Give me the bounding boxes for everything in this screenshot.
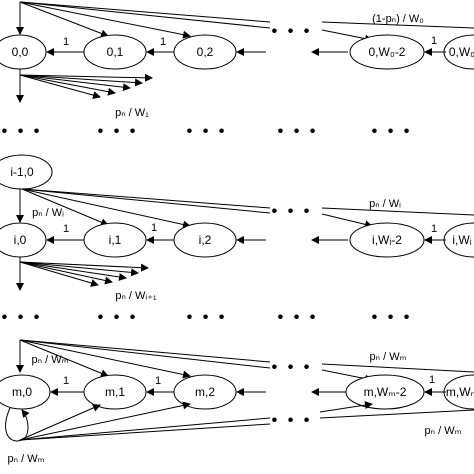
fan-edge <box>19 401 191 441</box>
edge-long <box>21 188 271 209</box>
state-label: i-1,0 <box>10 165 34 179</box>
state-label: 0,W₀-2 <box>369 45 406 59</box>
ellipsis: • • • <box>272 359 313 376</box>
fan-edge <box>19 261 127 281</box>
ellipsis: • • • <box>272 23 313 40</box>
ellipsis: • • • <box>2 123 43 140</box>
edge-long-bottom <box>19 423 271 441</box>
state-label: m,Wₘ-2 <box>364 385 407 399</box>
fan-edge <box>19 261 149 272</box>
self-loop <box>5 407 30 442</box>
row-i: i-1,0 pₙ / Wᵢ • • • pₙ / Wᵢ i,0 i,1 i,2 … <box>0 154 474 302</box>
state-label: 0,2 <box>197 45 214 59</box>
fan-edge <box>19 73 153 82</box>
edge-label: 1 <box>431 223 437 235</box>
ellipsis: • • • <box>278 123 319 140</box>
edge-to-m-1 <box>19 339 109 378</box>
edge-long <box>19 339 271 369</box>
long-edge-label: (1-pₙ) / W₀ <box>372 13 424 25</box>
fan-edge <box>19 74 101 100</box>
edge-to-0-1 <box>19 1 109 38</box>
edge-to-0-w0 <box>321 21 474 29</box>
edge-to-i-1 <box>21 188 109 226</box>
fan-edge <box>19 261 99 287</box>
edge-label: 1 <box>63 223 69 235</box>
ellipsis: • • • <box>187 123 228 140</box>
row-m: pₙ / Wₘ • • • pₙ / Wₘ m,0 m,1 m,2 m,Wₘ-2… <box>0 339 474 465</box>
fan-edge <box>19 74 131 92</box>
ellipsis: • • • <box>187 309 228 326</box>
ellipsis-row: • • • • • • • • • • • • • • • <box>2 123 413 140</box>
bottom-edge-label: pₙ / Wₘ <box>425 425 462 437</box>
state-label: i,2 <box>199 233 212 247</box>
state-label: m,1 <box>105 385 125 399</box>
fan-edge <box>19 74 116 96</box>
fan-label: pₙ / W₁ <box>115 107 149 119</box>
edge-label: 1 <box>63 375 69 387</box>
ellipsis: • • • <box>98 309 139 326</box>
row-0: 0,0 0,1 0,2 0,W₀-2 0,W₀ 1 1 1 • • • (1-p… <box>0 1 474 119</box>
state-label: 0,W₀ <box>449 45 474 59</box>
edge-label: 1 <box>151 222 157 234</box>
edge-label: 1 <box>429 374 435 386</box>
fan-label: pₙ / Wᵢ₊₁ <box>115 290 157 302</box>
state-label: i,1 <box>109 233 122 247</box>
state-label: 0,0 <box>12 45 29 59</box>
edge-long-bottom <box>319 409 474 419</box>
edge-long-right <box>321 363 474 373</box>
state-label: i,0 <box>14 233 27 247</box>
edge-to-0-2 <box>19 1 191 39</box>
ellipsis: • • • <box>372 309 413 326</box>
edge-label: 1 <box>160 36 166 48</box>
edge-label: 1 <box>431 35 437 47</box>
fan-edge <box>19 261 139 277</box>
edge-long-bottom <box>319 401 373 413</box>
ellipsis: • • • <box>372 123 413 140</box>
edge-label: 1 <box>155 375 161 387</box>
state-label: m,0 <box>12 385 32 399</box>
long-edge-label: pₙ / Wᵢ <box>369 198 401 210</box>
state-label: m,Wₘ <box>446 385 474 399</box>
ellipsis: • • • <box>272 203 313 220</box>
long-edge-label: pₙ / Wₘ <box>370 351 407 363</box>
ellipsis-row: • • • • • • • • • • • • • • • <box>2 309 413 326</box>
fan-edge <box>19 261 113 285</box>
edge-to-i-wi-2 <box>321 213 373 229</box>
edge-long-right <box>321 207 474 216</box>
entry-label: pₙ / Wₘ <box>32 354 69 366</box>
edge-long <box>19 1 271 29</box>
edge-label: 1 <box>63 36 69 48</box>
entry-label: pₙ / Wᵢ <box>32 207 64 219</box>
edge-to-i-2 <box>21 188 191 229</box>
state-label: 0,1 <box>107 45 124 59</box>
edge-to-m-2 <box>19 339 191 379</box>
loop-label: pₙ / Wₘ <box>8 453 45 465</box>
ellipsis: • • • <box>272 412 313 429</box>
ellipsis: • • • <box>278 309 319 326</box>
edge-long <box>19 339 271 363</box>
fan-edge <box>19 74 143 87</box>
fan-edge <box>19 404 101 441</box>
state-label: i,Wᵢ <box>452 233 471 247</box>
edge-long <box>21 188 271 214</box>
ellipsis: • • • <box>98 123 139 140</box>
edge-long <box>19 1 271 23</box>
state-label: i,Wᵢ-2 <box>372 233 402 247</box>
ellipsis: • • • <box>2 309 43 326</box>
state-label: m,2 <box>195 385 215 399</box>
edge-long-bottom <box>19 417 271 441</box>
